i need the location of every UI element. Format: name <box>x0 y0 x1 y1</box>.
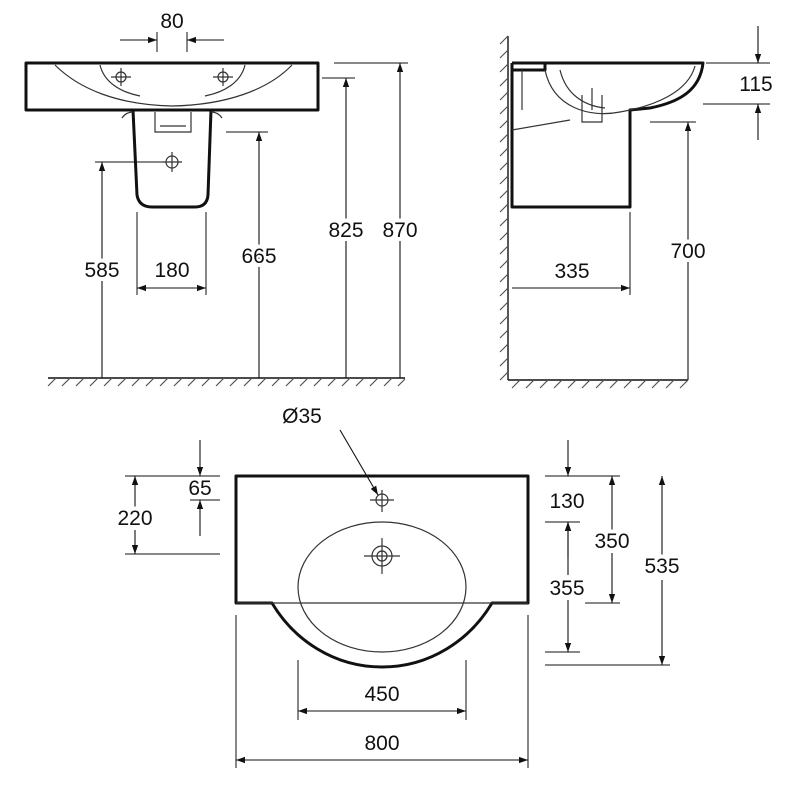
dim-deck-depth: 130 <box>545 440 620 558</box>
label-waste-height: 585 <box>84 259 119 282</box>
label-total-width: 800 <box>364 732 399 755</box>
side-bowl-inner <box>559 69 606 109</box>
dim-tap-spacing: 80 <box>120 10 224 52</box>
label-tap-spacing: 80 <box>160 10 183 33</box>
label-bowl-width: 450 <box>364 683 399 706</box>
plan-basin-outline <box>234 474 530 669</box>
plan-bowl <box>297 521 467 653</box>
dim-pedestal-top-height: 665 <box>226 131 281 378</box>
front-bowl-inner-left <box>99 64 141 97</box>
label-pedestal-width: 180 <box>154 259 189 282</box>
label-total-depth: 535 <box>644 555 679 578</box>
dim-rim-height: 870 <box>334 62 422 378</box>
dim-projection: 335 <box>512 212 631 295</box>
front-pedestal-outline <box>131 109 213 209</box>
dim-tap-hole-offset: 65 <box>125 440 220 536</box>
label-basin-bottom-height: 825 <box>328 219 363 242</box>
front-waste-trap <box>154 112 192 133</box>
label-tap-hole-diameter: Ø35 <box>282 405 322 428</box>
front-bowl-curve <box>54 64 293 107</box>
front-pedestal-collar-right <box>210 111 223 119</box>
dim-pedestal-width: 180 <box>136 212 207 295</box>
label-rim-depth: 115 <box>739 73 772 96</box>
plan-waste-hole <box>364 538 400 574</box>
front-view: 80 585 180 665 825 <box>24 10 422 387</box>
dim-bowl-width: 450 <box>297 660 467 720</box>
label-bowl-depth: 355 <box>549 577 584 600</box>
plan-view: Ø35 65 220 130 <box>113 405 684 768</box>
plan-tap-hole <box>370 490 394 512</box>
dim-side-basin-bottom: 700 <box>650 121 710 380</box>
label-tap-hole-offset: 65 <box>188 477 211 500</box>
side-floor-hatching <box>511 379 689 389</box>
front-tap-hole-left <box>111 68 131 86</box>
label-waste-front: 350 <box>594 530 629 553</box>
side-pedestal-shadow <box>511 119 571 131</box>
label-deck-depth: 130 <box>549 490 584 513</box>
dim-tap-hole-diameter: Ø35 <box>282 405 379 496</box>
side-basin-lip <box>512 64 547 72</box>
side-wall-hatching <box>499 35 509 381</box>
label-rim-height: 870 <box>382 219 417 242</box>
dim-waste-height: 585 <box>80 161 162 378</box>
label-side-basin-bottom: 700 <box>670 240 705 263</box>
front-tap-hole-right <box>213 68 233 86</box>
label-pedestal-top-height: 665 <box>241 245 276 268</box>
side-view: 115 700 335 <box>499 26 773 389</box>
side-waste <box>581 95 603 123</box>
front-bowl-inner-right <box>204 64 246 97</box>
dim-bowl-depth: 355 <box>545 522 589 653</box>
front-floor-hatching <box>47 377 406 387</box>
label-projection: 335 <box>554 260 589 283</box>
front-basin-outline <box>24 61 320 112</box>
dim-rim-depth: 115 <box>703 26 773 140</box>
front-waste-hole <box>162 152 182 172</box>
dim-waste-offset: 220 <box>113 476 220 555</box>
dim-total-width: 800 <box>235 615 529 768</box>
side-basin-outline <box>510 61 705 209</box>
side-bowl-curve <box>544 65 696 115</box>
front-pedestal-collar-left <box>121 111 134 119</box>
label-waste-offset: 220 <box>117 507 152 530</box>
dim-basin-bottom-height: 825 <box>322 77 368 378</box>
dim-waste-front: 350 <box>585 476 634 604</box>
dim-total-depth: 535 <box>545 476 684 666</box>
